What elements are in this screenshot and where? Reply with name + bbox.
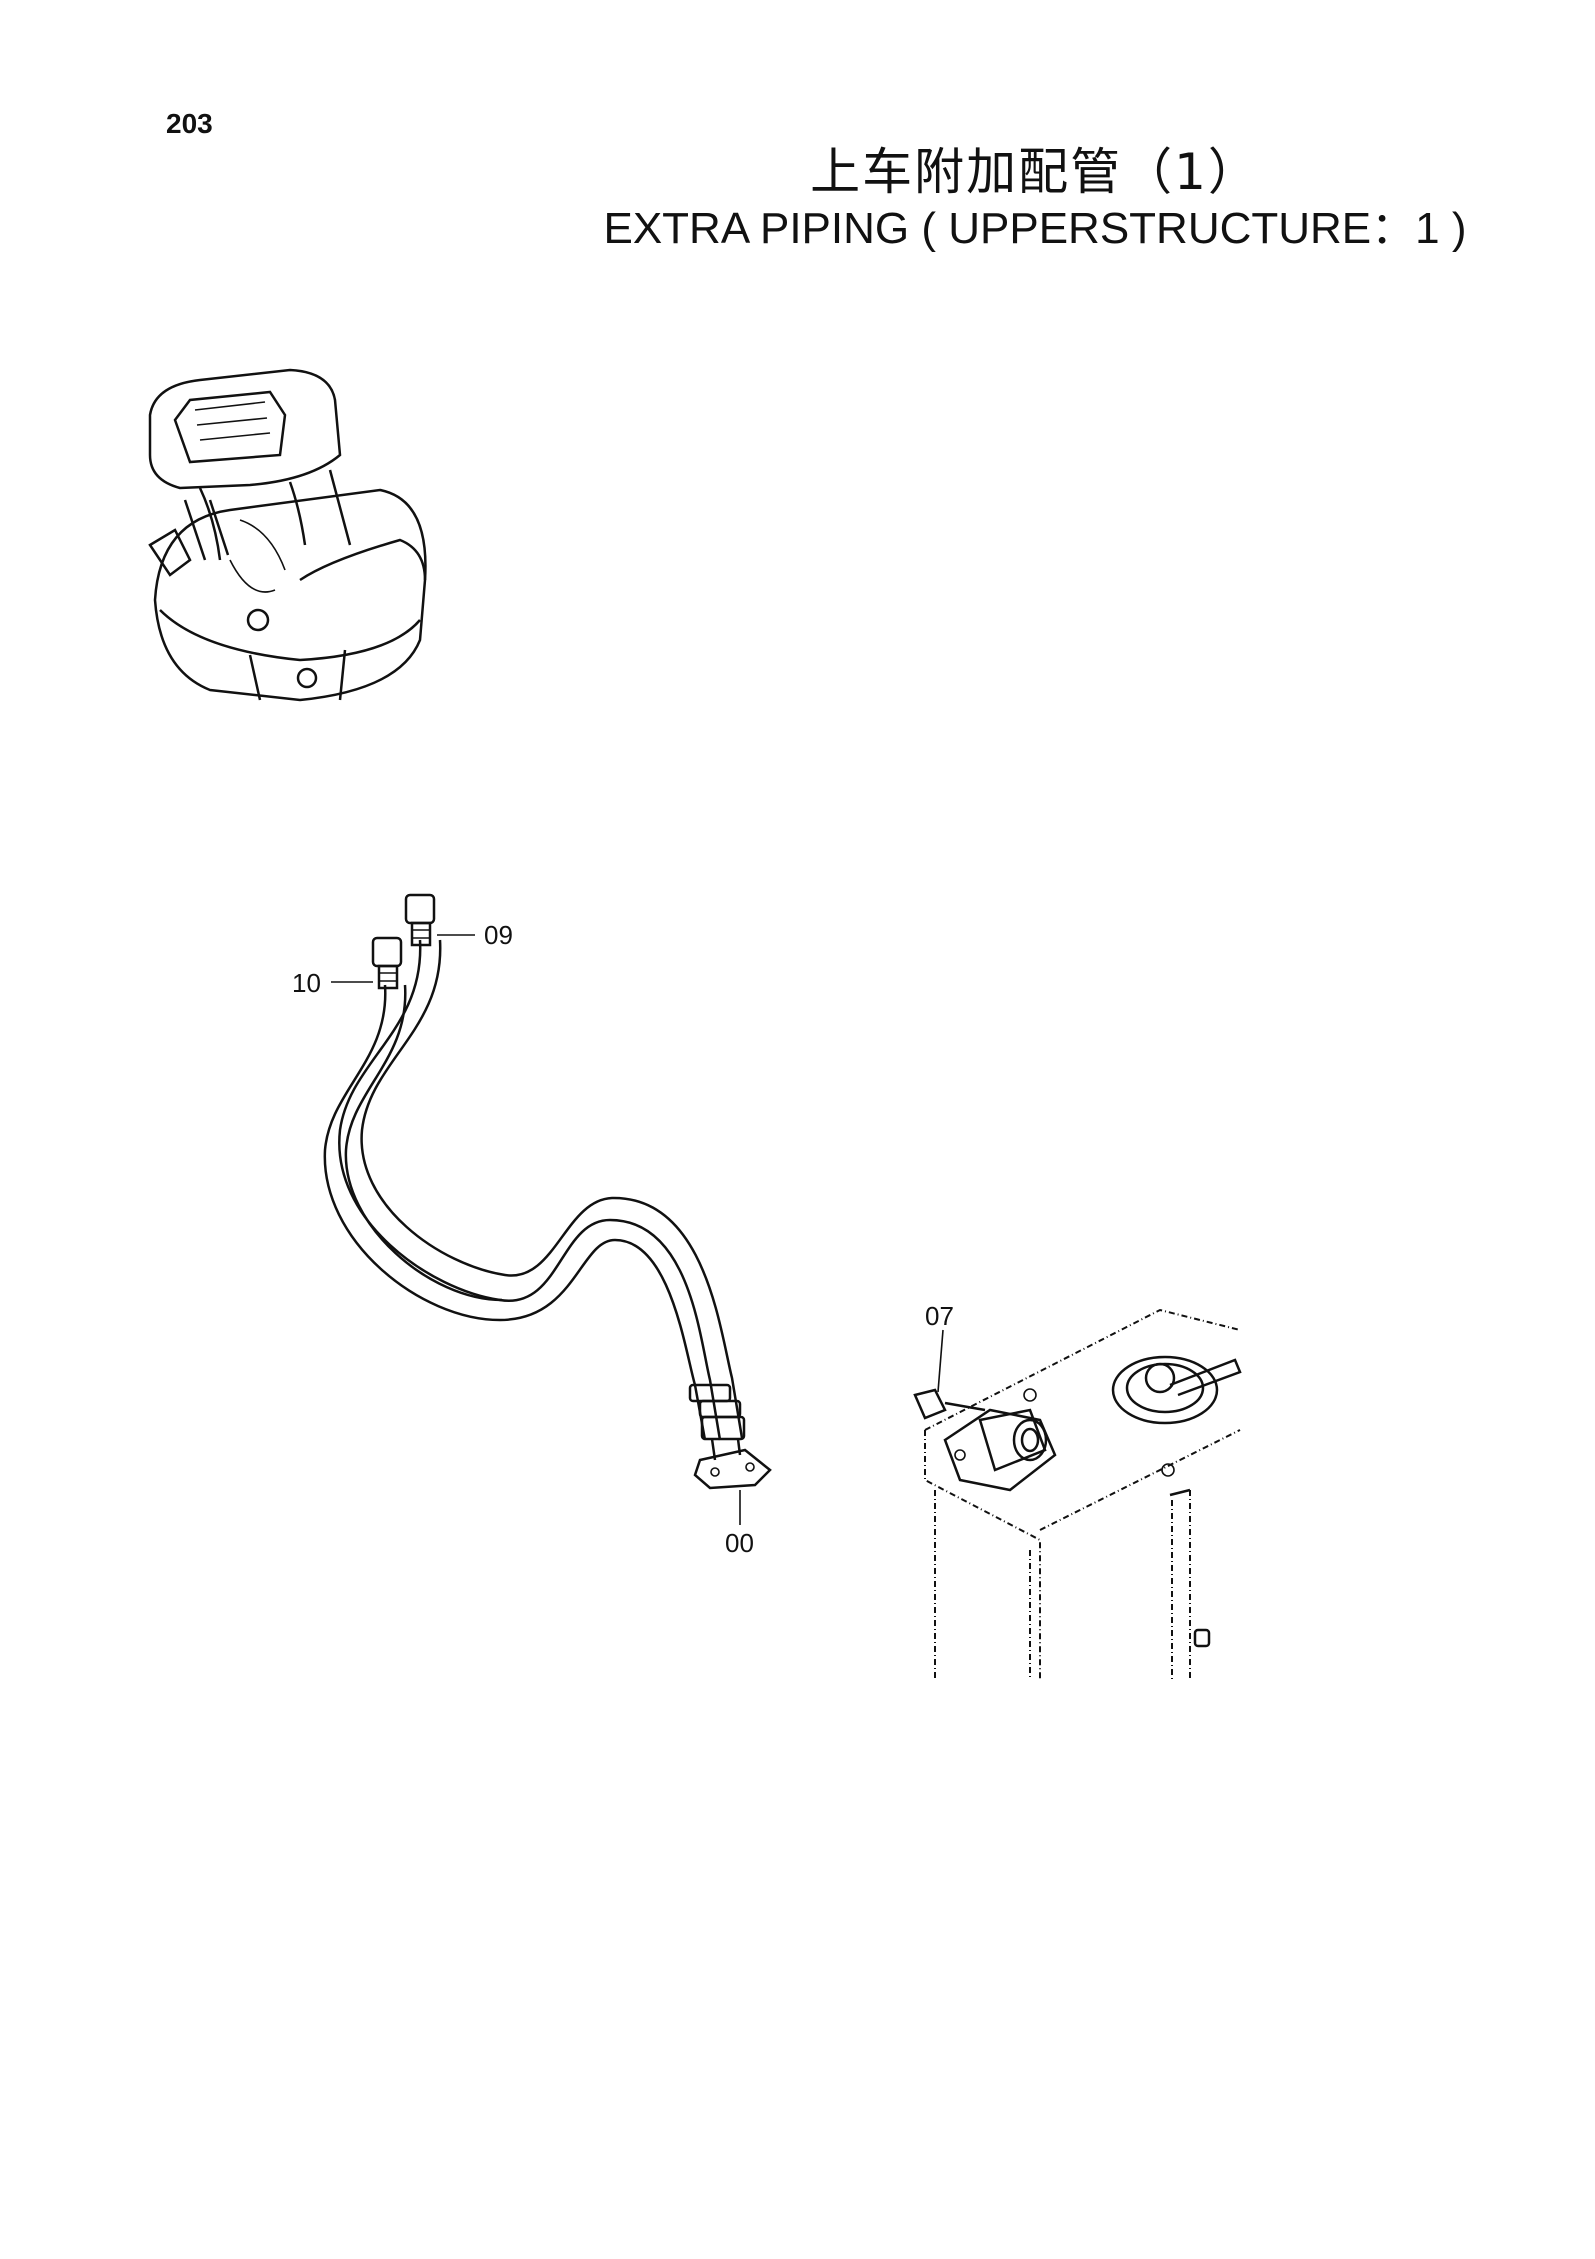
- callout-09: 09: [484, 920, 513, 950]
- hose-assembly: [323, 893, 772, 1490]
- page-title-english: EXTRA PIPING ( UPPERSTRUCTURE：1 ): [603, 204, 1467, 253]
- callout-10: 10: [292, 968, 321, 998]
- hydraulic-tank-illustration: [913, 1308, 1242, 1680]
- callout-00: 00: [725, 1528, 754, 1558]
- machine-overview-illustration: [148, 368, 427, 702]
- callout-07: 07: [925, 1301, 954, 1331]
- page-title-chinese: 上车附加配管（1）: [810, 143, 1260, 201]
- page-number: 203: [166, 108, 213, 139]
